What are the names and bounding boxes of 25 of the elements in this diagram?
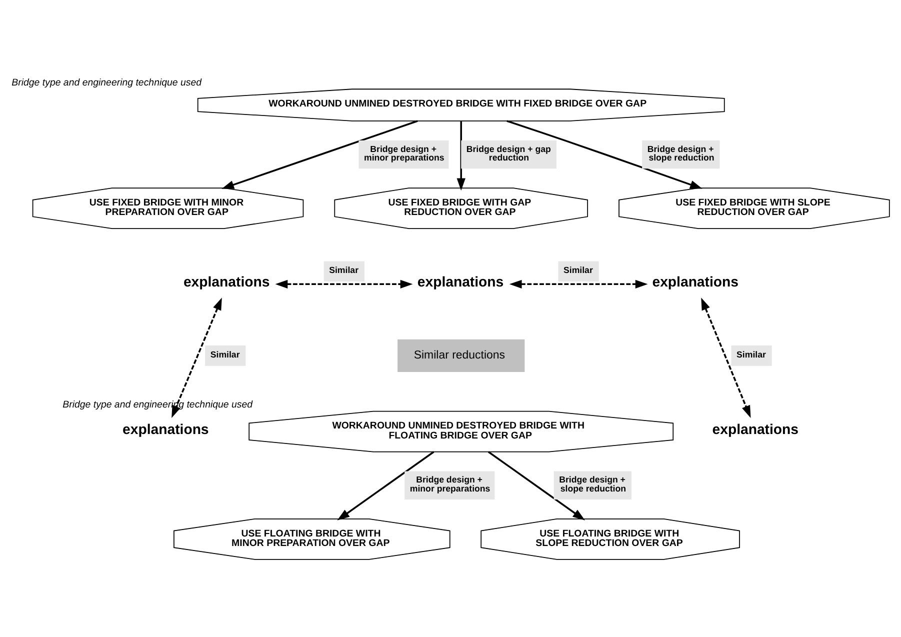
arrow <box>337 450 434 520</box>
arrow <box>172 297 222 418</box>
node-text: explanations <box>712 420 799 437</box>
node-text: explanations <box>652 273 738 290</box>
node-box: Similar reductions <box>398 338 525 372</box>
arrow <box>222 120 418 188</box>
edge-label: Similar <box>210 348 240 359</box>
edge-label: Similar <box>736 348 766 359</box>
node-text: explanations <box>417 273 504 290</box>
arrow <box>488 450 586 520</box>
node-label: Bridge type and engineering technique used <box>12 76 202 88</box>
node-text: explanations <box>183 273 270 290</box>
edge-label: Bridge design + minor preparations <box>364 143 444 162</box>
edge-label: Similar <box>329 264 359 275</box>
arrow <box>509 279 648 288</box>
arrow <box>275 279 413 288</box>
edge-label: Similar <box>564 264 593 275</box>
arrow <box>456 120 466 190</box>
edge-label: Bridge design + minor preparations <box>410 474 490 494</box>
arrow <box>506 120 702 188</box>
edge-label: Bridge design + slope reduction <box>559 474 626 494</box>
edge-label: Bridge design + gap reduction <box>466 143 551 162</box>
arrow <box>701 297 751 418</box>
node-text: explanations <box>122 420 209 437</box>
edge-label: Bridge design + slope reduction <box>647 143 714 162</box>
